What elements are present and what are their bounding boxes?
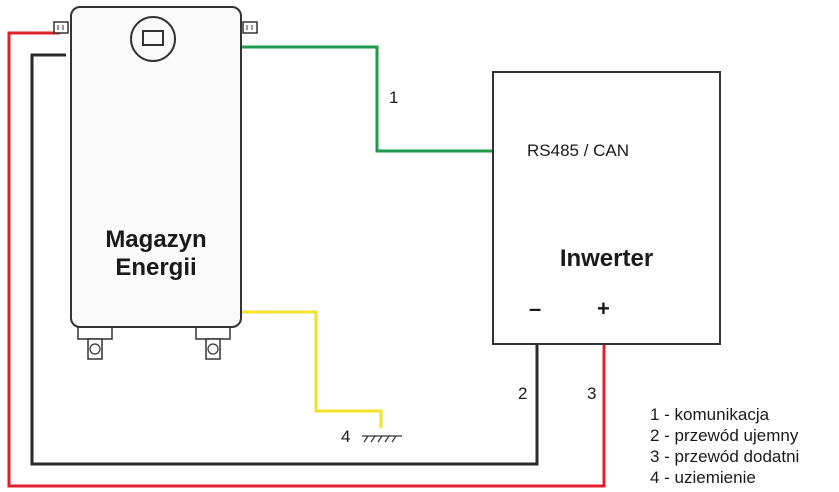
wire-ground bbox=[240, 310, 383, 428]
wire-communication bbox=[240, 45, 510, 153]
battery-label-line2: Energii bbox=[115, 254, 197, 281]
legend-item: 2 - przewód ujemny bbox=[650, 426, 799, 445]
wire-number-1: 1 bbox=[389, 88, 399, 107]
minus-terminal-label: – bbox=[529, 296, 542, 321]
inverter-label: Inwerter bbox=[559, 245, 654, 272]
wire-number-4: 4 bbox=[341, 427, 351, 446]
terminal-right bbox=[242, 21, 258, 34]
battery-display-ring bbox=[130, 16, 176, 62]
legend-item: 1 - komunikacja bbox=[650, 405, 770, 424]
legend: 1 - komunikacja 2 - przewód ujemny 3 - p… bbox=[650, 404, 799, 488]
wheel-right bbox=[195, 326, 231, 360]
battery-label-line1: Magazyn bbox=[105, 226, 207, 253]
wheel-left bbox=[77, 326, 113, 360]
inverter-box: Inwerter bbox=[492, 71, 721, 345]
energy-storage-battery: Magazyn Energii bbox=[70, 6, 242, 328]
legend-item: 4 - uziemienie bbox=[650, 468, 756, 487]
terminal-left bbox=[53, 21, 69, 34]
battery-display-screen bbox=[142, 30, 164, 46]
legend-item: 3 - przewód dodatni bbox=[650, 447, 800, 466]
wire-negative bbox=[30, 53, 539, 466]
wire-number-3: 3 bbox=[587, 384, 597, 403]
ground-symbol bbox=[362, 435, 402, 443]
wire-number-2: 2 bbox=[518, 384, 528, 403]
port-label: RS485 / CAN bbox=[527, 141, 630, 160]
wire-positive bbox=[7, 31, 606, 488]
plus-terminal-label: + bbox=[597, 296, 610, 321]
